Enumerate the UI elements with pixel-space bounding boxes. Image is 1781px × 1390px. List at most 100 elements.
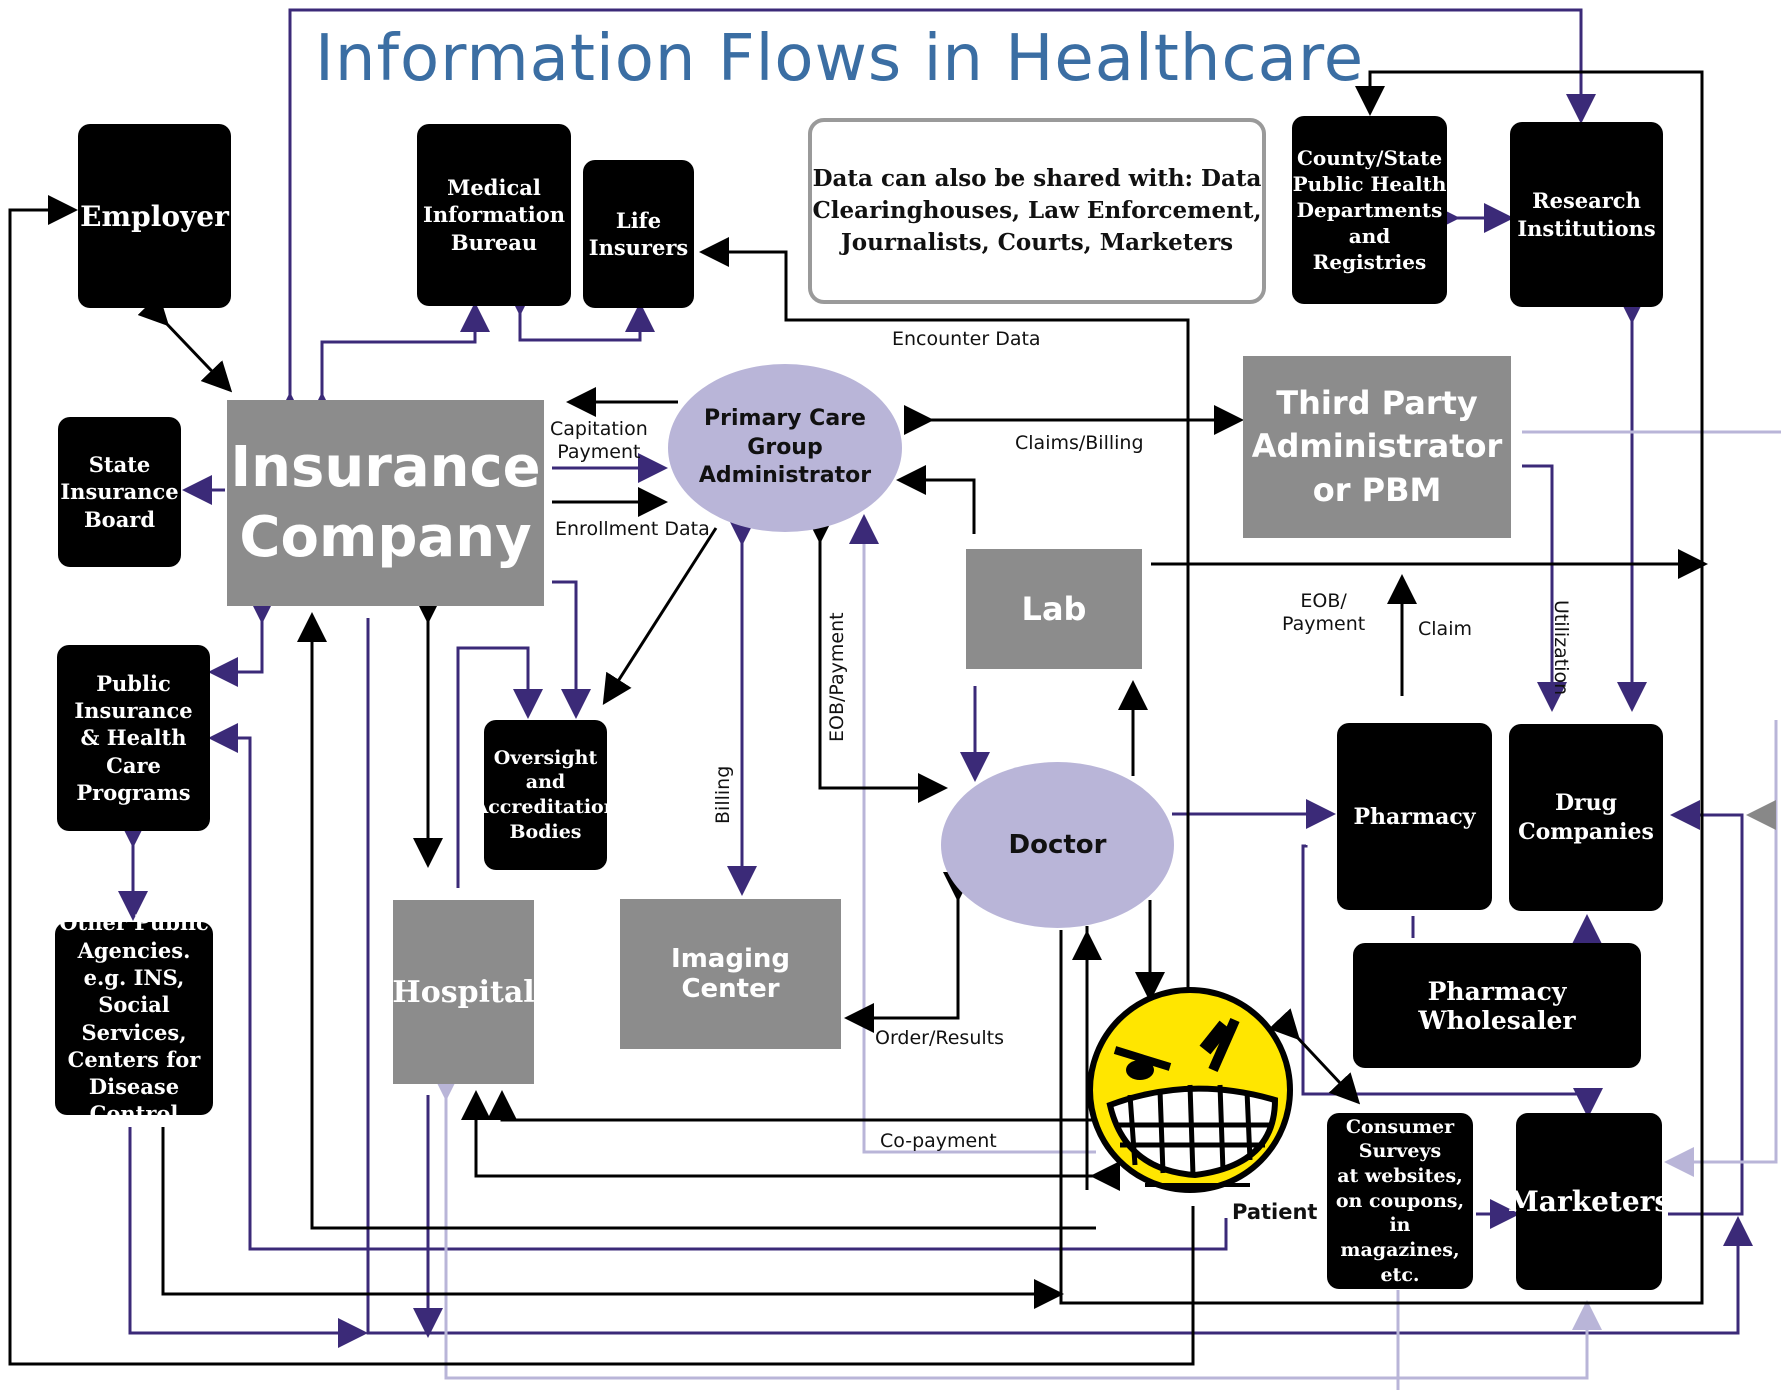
- node-research-institutions: Research Institutions: [1510, 122, 1663, 307]
- node-consumer-surveys: Consumer Surveys at websites, on coupons…: [1327, 1113, 1473, 1289]
- oversight-line-1: Oversight: [493, 746, 598, 769]
- node-marketers: Marketers: [1508, 1113, 1670, 1290]
- edge-other-bottom: [128, 1127, 368, 1348]
- note-line-2: Clearinghouses, Law Enforcement,: [812, 196, 1262, 224]
- edge-hospital-lavender-loop: [431, 1071, 1602, 1380]
- edge-mib-life: [505, 286, 655, 342]
- page-title: Information Flows in Healthcare: [315, 22, 1365, 96]
- surveys-line-3: at websites,: [1337, 1164, 1463, 1187]
- edge-hospital-oversight: [456, 646, 543, 888]
- label-claims-billing: Claims/Billing: [1015, 432, 1144, 454]
- edge-patient-employer: [8, 195, 1195, 1366]
- patient-face-icon: [1087, 987, 1293, 1193]
- tpa-line-2: Administrator: [1251, 427, 1503, 466]
- surveys-line-1: Consumer: [1345, 1115, 1455, 1138]
- node-pharmacy: Pharmacy: [1337, 723, 1492, 910]
- marketers-label: Marketers: [1507, 1185, 1671, 1218]
- label-eob-payment-vertical: EOB/Payment: [826, 612, 848, 742]
- label-utilization: Utilization: [1550, 600, 1572, 696]
- node-oversight-bodies: Oversight and Accreditation Bodies: [473, 720, 618, 870]
- edge-insurance-mib: [307, 302, 490, 422]
- data-sharing-note: Data can also be shared with: Data Clear…: [808, 118, 1266, 304]
- label-co-payment: Co-payment: [880, 1130, 997, 1152]
- doctor-label: Doctor: [1008, 830, 1107, 860]
- other-line-5: Centers for: [67, 1046, 201, 1072]
- tpa-line-1: Third Party: [1276, 384, 1478, 423]
- public-line-3: & Health Care: [80, 725, 187, 778]
- edge-patient-hospital-1: [487, 1090, 1096, 1122]
- surveys-line-4: on coupons,: [1335, 1189, 1465, 1212]
- node-third-party-administrator: Third Party Administrator or PBM: [1243, 356, 1511, 538]
- node-public-insurance-programs: Public Insurance & Health Care Programs: [57, 645, 210, 831]
- wholesaler-label: Pharmacy Wholesaler: [1418, 976, 1576, 1035]
- other-line-4: Social Services,: [81, 992, 187, 1045]
- research-line-1: Research: [1532, 188, 1641, 214]
- node-drug-companies: Drug Companies: [1509, 724, 1663, 911]
- edge-lavender-marketers: [1664, 720, 1778, 1177]
- node-other-public-agencies: Other Public Agencies. e.g. INS, Social …: [55, 910, 213, 1126]
- drug-line-2: Companies: [1518, 818, 1654, 845]
- pcg-line-1: Primary Care Group: [704, 406, 866, 460]
- public-line-1: Public: [96, 670, 171, 696]
- research-line-2: Institutions: [1517, 215, 1656, 241]
- county-line-3: Departments: [1296, 198, 1443, 222]
- node-county-state-public-health: County/State Public Health Departments a…: [1292, 116, 1447, 304]
- edge-patient-hospital-2: [461, 1090, 1120, 1191]
- hospital-label: Hospital: [392, 974, 535, 1010]
- node-imaging-center: Imaging Center: [620, 899, 841, 1049]
- lab-label: Lab: [1021, 590, 1087, 628]
- edge-top-loop-insurance-research: [275, 8, 1596, 422]
- other-line-1: Other Public: [59, 910, 209, 936]
- edge-pcg-doctor: [805, 514, 948, 803]
- edge-patient-surveys: [1268, 1008, 1361, 1105]
- capitation-line-1: Capitation: [550, 418, 648, 440]
- node-pharmacy-wholesaler: Pharmacy Wholesaler: [1353, 943, 1641, 1068]
- node-state-insurance-board: State Insurance Board: [58, 417, 181, 567]
- public-line-2: Insurance: [74, 698, 193, 724]
- label-enrollment-data: Enrollment Data: [555, 518, 710, 540]
- node-doctor: Doctor: [941, 762, 1174, 928]
- life-insurers-line-1: Life: [615, 207, 662, 233]
- edge-insurance-bottom-loop: [366, 618, 1753, 1335]
- node-medical-information-bureau: Medical Information Bureau: [417, 124, 571, 306]
- drug-line-1: Drug: [1554, 789, 1618, 816]
- edge-pcg-oversight: [602, 527, 718, 706]
- edge-doctor-bottom-loop: [1059, 70, 1704, 1305]
- surveys-line-6: etc.: [1380, 1263, 1420, 1286]
- other-line-6: Disease Control: [88, 1074, 180, 1127]
- edge-insurance-public-programs: [208, 594, 277, 687]
- edge-lab-pcg: [896, 465, 976, 534]
- public-line-4: Programs: [76, 779, 191, 805]
- note-line-3: Journalists, Courts, Marketers: [840, 229, 1234, 257]
- label-billing: Billing: [712, 765, 734, 824]
- node-primary-care-group-administrator: Primary Care Group Administrator: [668, 364, 902, 532]
- patient-label: Patient: [1232, 1200, 1318, 1224]
- capitation-line-2: Payment: [557, 440, 641, 463]
- other-line-3: e.g. INS,: [83, 964, 185, 990]
- other-line-2: Agencies.: [77, 937, 191, 963]
- edge-encounter-life: [699, 237, 1190, 990]
- board-line-3: Board: [83, 506, 156, 532]
- eob-tpa-line-2: Payment: [1282, 612, 1366, 635]
- node-employer-label: Employer: [80, 199, 229, 233]
- oversight-line-3: Accreditation: [473, 796, 618, 818]
- node-hospital: Hospital: [392, 900, 535, 1084]
- pcg-line-2: Administrator: [698, 463, 872, 489]
- oversight-line-2: and: [525, 771, 566, 794]
- label-eob-payment-tpa: EOB/ Payment: [1282, 590, 1365, 636]
- edge-other-patient: [161, 1127, 1064, 1309]
- label-claim: Claim: [1418, 618, 1472, 640]
- tpa-line-3: or PBM: [1312, 470, 1442, 509]
- edge-tpa-drug: [1522, 464, 1567, 712]
- note-line-1: Data can also be shared with: Data: [812, 164, 1262, 192]
- life-insurers-line-2: Insurers: [588, 235, 689, 260]
- surveys-line-2: Surveys: [1358, 1140, 1442, 1163]
- eob-tpa-line-1: EOB/: [1300, 590, 1347, 612]
- surveys-line-5: in magazines,: [1340, 1214, 1460, 1262]
- mib-line-2: Information: [423, 202, 565, 228]
- board-line-2: Insurance: [60, 479, 179, 505]
- node-lab: Lab: [966, 549, 1142, 669]
- insurance-line-2: Company: [239, 505, 532, 570]
